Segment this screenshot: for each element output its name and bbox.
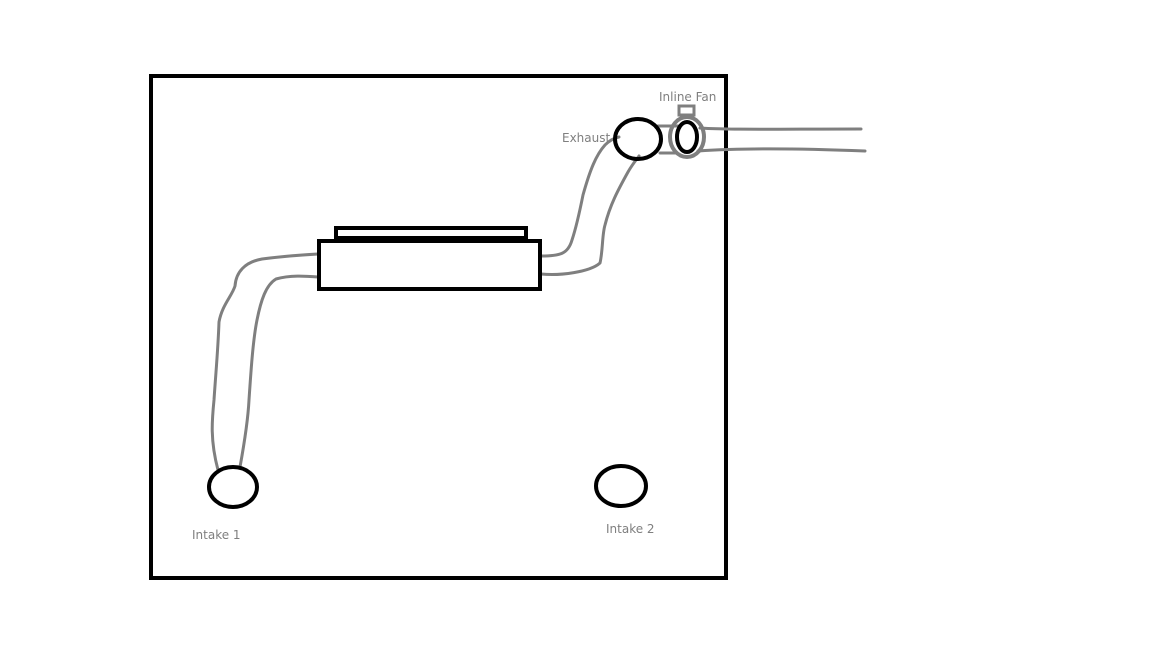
intake-1-hose-inner (238, 274, 320, 469)
inline-fan-icon (675, 120, 699, 154)
intake-2-label: Intake 2 (606, 522, 655, 536)
fan-duct-lower (658, 147, 867, 155)
radiator-block (317, 239, 542, 291)
exhaust-port (613, 117, 663, 161)
intake-2-port (594, 464, 648, 508)
exhaust-label: Exhaust (562, 131, 611, 145)
inline-fan-label: Inline Fan (659, 90, 716, 104)
inline-fan-housing (668, 115, 706, 159)
intake-1-label: Intake 1 (192, 528, 241, 542)
radiator-fins (334, 226, 528, 240)
exhaust-hose-inner (539, 154, 641, 276)
intake-1-port (207, 465, 259, 509)
inline-fan-mount (677, 104, 696, 117)
enclosure-box (149, 74, 728, 580)
exhaust-hose-outer (539, 135, 621, 258)
intake-1-hose-outer (210, 252, 320, 472)
fan-duct-upper (656, 124, 863, 131)
